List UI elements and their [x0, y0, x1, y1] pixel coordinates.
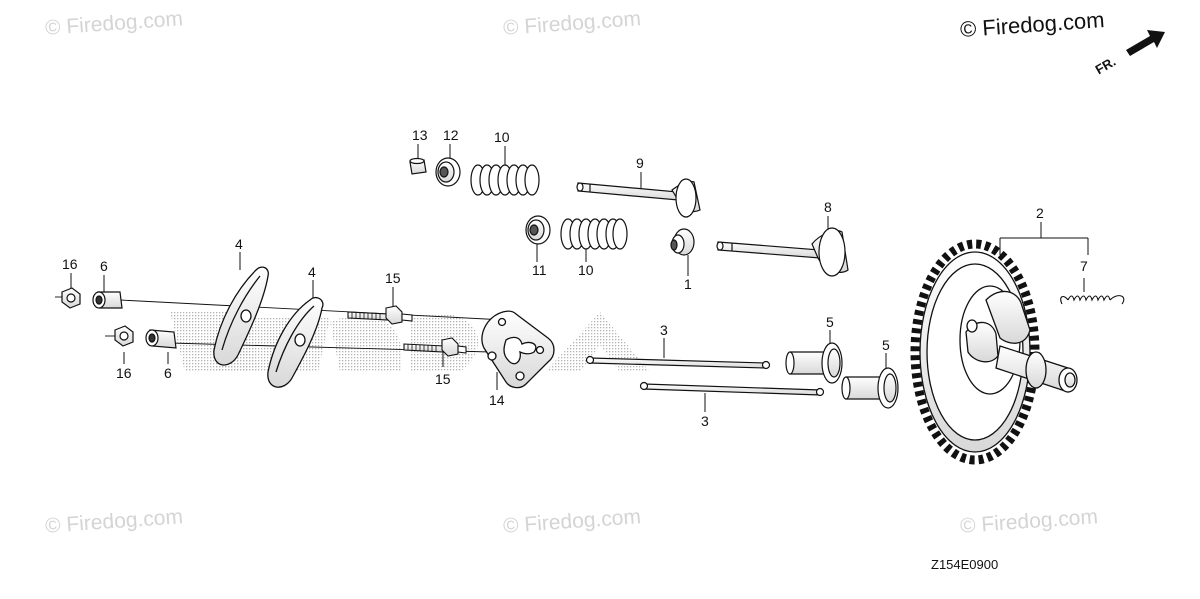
tappet-upper [785, 342, 843, 384]
valve-retainer [435, 157, 461, 187]
callout-3-upper: 3 [660, 322, 668, 338]
callout-8: 8 [824, 199, 832, 215]
callout-14: 14 [489, 392, 505, 408]
callout-4-right: 4 [308, 264, 316, 280]
pivot-upper [92, 291, 123, 309]
push-rod-guide-plate [481, 310, 555, 389]
rocker-stud-upper [347, 305, 413, 325]
valve-lower [716, 227, 849, 277]
callout-5-lower: 5 [882, 337, 890, 353]
decompressor-spring [1060, 295, 1125, 305]
rocker-arm-left [213, 266, 269, 366]
pivot-lower [145, 329, 177, 349]
valve-upper [576, 178, 701, 218]
callout-1: 1 [684, 276, 692, 292]
drawing-code: Z154E0900 [931, 557, 999, 572]
callout-15-lower: 15 [435, 371, 451, 387]
callout-12: 12 [443, 127, 459, 143]
rocker-stud-lower [403, 337, 467, 357]
callout-6-lower: 6 [164, 365, 172, 381]
valve-retainer-lower [525, 215, 551, 245]
valve-spring-lower [560, 218, 628, 250]
pivot-nut-upper [61, 287, 81, 309]
callout-3-lower: 3 [701, 413, 709, 429]
valve-spring-upper [470, 164, 540, 196]
callout-labels: 13 12 10 9 8 2 7 1 11 10 4 4 15 15 14 3 … [62, 127, 1088, 429]
callout-6-upper: 6 [100, 258, 108, 274]
valve-stem-seal [670, 228, 695, 256]
callout-16-upper: 16 [62, 256, 78, 272]
callout-15-upper: 15 [385, 270, 401, 286]
callout-4-left: 4 [235, 236, 243, 252]
tappet-lower [841, 367, 899, 409]
valve-cotter [409, 157, 427, 175]
front-arrow-icon [1126, 30, 1165, 56]
camshaft [965, 290, 1078, 393]
callout-11: 11 [532, 262, 547, 278]
callout-16-lower: 16 [116, 365, 132, 381]
pivot-nut-lower [114, 325, 134, 347]
callout-5-upper: 5 [826, 314, 834, 330]
callout-9: 9 [636, 155, 644, 171]
push-rod-lower [639, 381, 825, 397]
callout-2: 2 [1036, 205, 1044, 221]
rocker-arm-right [267, 296, 324, 388]
callout-13: 13 [412, 127, 428, 143]
push-rod-upper [585, 355, 771, 370]
callout-10-lower: 10 [578, 262, 594, 278]
callout-10-upper: 10 [494, 129, 510, 145]
callout-7: 7 [1080, 258, 1088, 274]
leader-lines [70, 144, 1089, 412]
